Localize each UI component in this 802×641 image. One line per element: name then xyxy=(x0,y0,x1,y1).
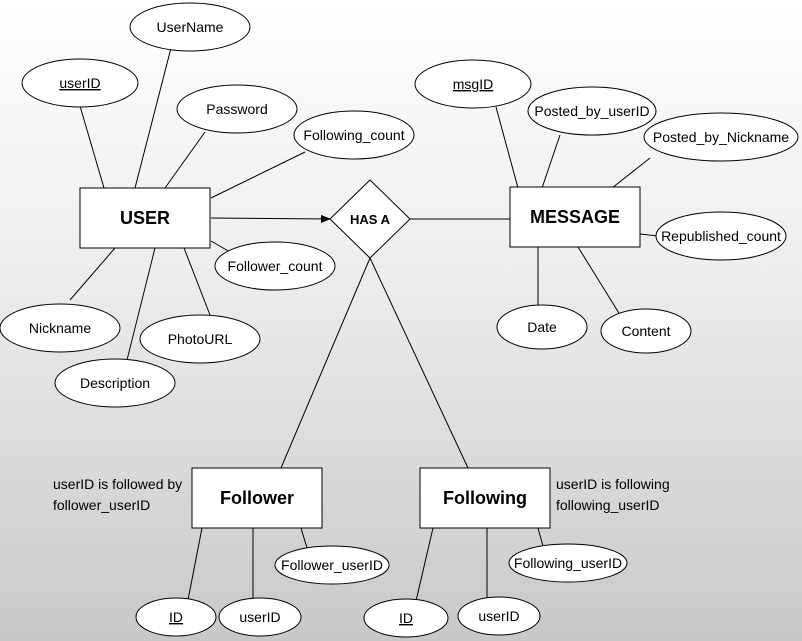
entity-user-label: USER xyxy=(120,208,170,228)
attr-user-nickname-label: Nickname xyxy=(29,320,91,336)
attr-user-follower-count[interactable]: Follower_count xyxy=(214,241,336,291)
attr-user-userid[interactable]: userID xyxy=(21,58,139,108)
attr-message-republished-count-label: Republished_count xyxy=(661,228,781,244)
relationship-has-a[interactable]: HAS A xyxy=(329,179,411,259)
attr-user-follower-count-label: Follower_count xyxy=(228,258,323,274)
note-following-line-1: userID is following xyxy=(556,476,670,492)
entity-follower[interactable]: Follower xyxy=(191,467,323,529)
attr-user-photourl[interactable]: PhotoURL xyxy=(139,314,261,364)
attr-follower-follower-userid-label: Follower_userID xyxy=(281,557,383,573)
attr-user-description-label: Description xyxy=(80,375,150,391)
attr-follower-follower-userid[interactable]: Follower_userID xyxy=(274,545,390,585)
attr-user-photourl-label: PhotoURL xyxy=(168,331,233,347)
entity-message-label: MESSAGE xyxy=(530,207,620,227)
note-following-line-2: following_userID xyxy=(556,497,660,513)
note-follower-line-2: follower_userID xyxy=(53,497,150,513)
attr-follower-userid-label: userID xyxy=(239,609,280,625)
attr-follower-userid[interactable]: userID xyxy=(218,597,302,637)
attr-message-content[interactable]: Content xyxy=(600,308,692,354)
attr-message-republished-count[interactable]: Republished_count xyxy=(655,211,787,261)
connector-lines xyxy=(69,47,659,602)
attr-user-password[interactable]: Password xyxy=(176,84,298,134)
attr-message-msgid-label: msgID xyxy=(453,76,493,92)
attr-user-password-label: Password xyxy=(206,101,267,117)
entity-following-label: Following xyxy=(443,488,527,508)
attr-following-following-userid[interactable]: Following_userID xyxy=(508,543,628,583)
note-following: userID is following following_userID xyxy=(556,476,670,513)
attr-follower-id[interactable]: ID xyxy=(135,597,217,637)
attr-following-userid-label: userID xyxy=(478,608,519,624)
attr-user-username[interactable]: UserName xyxy=(129,2,251,52)
entity-message[interactable]: MESSAGE xyxy=(509,186,641,248)
attr-message-date[interactable]: Date xyxy=(496,304,588,350)
attr-message-posted-by-nickname-label: Posted_by_Nickname xyxy=(653,129,789,145)
relationship-label: HAS A xyxy=(350,212,391,227)
entity-follower-label: Follower xyxy=(220,488,294,508)
attr-message-content-label: Content xyxy=(621,323,670,339)
attr-message-posted-by-nickname[interactable]: Posted_by_Nickname xyxy=(643,112,799,162)
entity-following[interactable]: Following xyxy=(419,467,551,529)
entity-user[interactable]: USER xyxy=(79,187,211,249)
attr-user-userid-label: userID xyxy=(59,75,100,91)
attr-user-description[interactable]: Description xyxy=(54,358,176,408)
attr-user-following-count-label: Following_count xyxy=(303,127,404,143)
attr-user-nickname[interactable]: Nickname xyxy=(0,303,121,353)
note-follower-line-1: userID is followed by xyxy=(53,476,182,492)
attr-following-id-label: ID xyxy=(399,610,413,626)
attr-message-date-label: Date xyxy=(527,319,557,335)
attr-user-username-label: UserName xyxy=(157,19,224,35)
attr-message-posted-by-userid[interactable]: Posted_by_userID xyxy=(527,86,657,136)
attr-following-userid[interactable]: userID xyxy=(457,596,541,636)
attr-user-following-count[interactable]: Following_count xyxy=(293,110,415,160)
attr-follower-id-label: ID xyxy=(169,609,183,625)
note-follower: userID is followed by follower_userID xyxy=(53,476,182,513)
attr-message-msgid[interactable]: msgID xyxy=(414,59,532,109)
attr-following-id[interactable]: ID xyxy=(363,598,449,638)
attr-following-following-userid-label: Following_userID xyxy=(514,555,622,571)
attr-message-posted-by-userid-label: Posted_by_userID xyxy=(534,103,649,119)
